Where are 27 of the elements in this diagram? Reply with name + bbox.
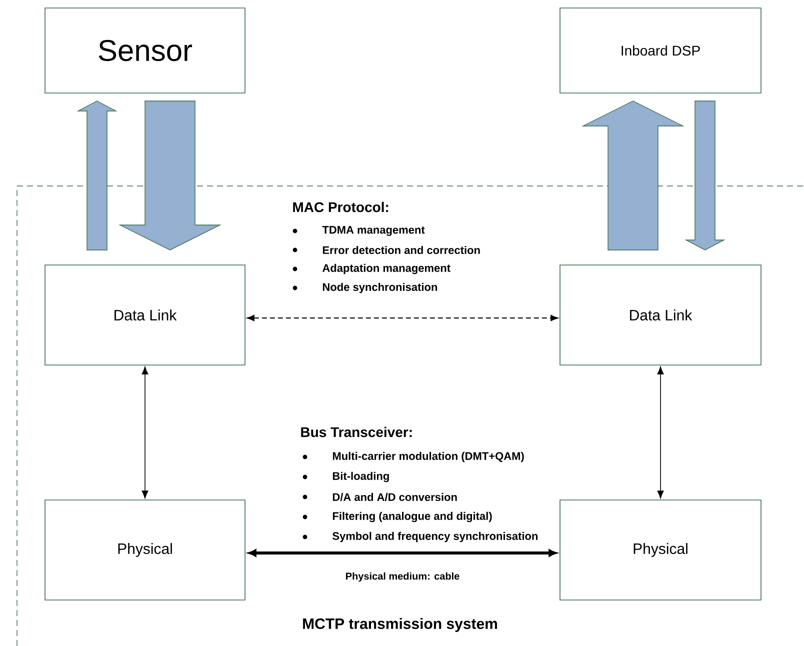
list-item: Symbol and frequency synchronisation [332,532,538,542]
list-item: Error detection and correction [322,246,480,254]
section-heading: MAC Protocol: [293,202,388,212]
layer-box: Data Link [560,264,762,366]
block-arrow [582,100,684,250]
connector-arrow [142,366,148,498]
list-item: Filtering (analogue and digital) [332,512,492,522]
connector-arrow [246,314,558,322]
block-arrow [684,100,726,250]
list-item: Adaptation management [322,264,450,274]
connector-arrow [657,366,664,498]
block-arrow [76,100,118,250]
list-item: Bit-loading [332,472,389,482]
section-heading: Bus Transceiver: [301,426,412,438]
list-item: D/A and A/D conversion [332,492,457,502]
list-item: TDMA management [322,226,425,236]
layer-box: Data Link [44,264,246,366]
layer-box: Physical [560,500,762,600]
layer-box: Inboard DSP [560,8,762,94]
layer-box: Physical [44,500,246,600]
caption: MCTP transmission system [303,618,497,632]
list-item: Multi-carrier modulation (DMT+QAM) [332,452,524,462]
block-arrow [118,100,222,250]
connector-arrow [248,549,557,557]
layer-box: Sensor [44,8,246,94]
edge-label: Physical medium: cable [344,571,461,583]
list-item: Node synchronisation [322,282,438,294]
